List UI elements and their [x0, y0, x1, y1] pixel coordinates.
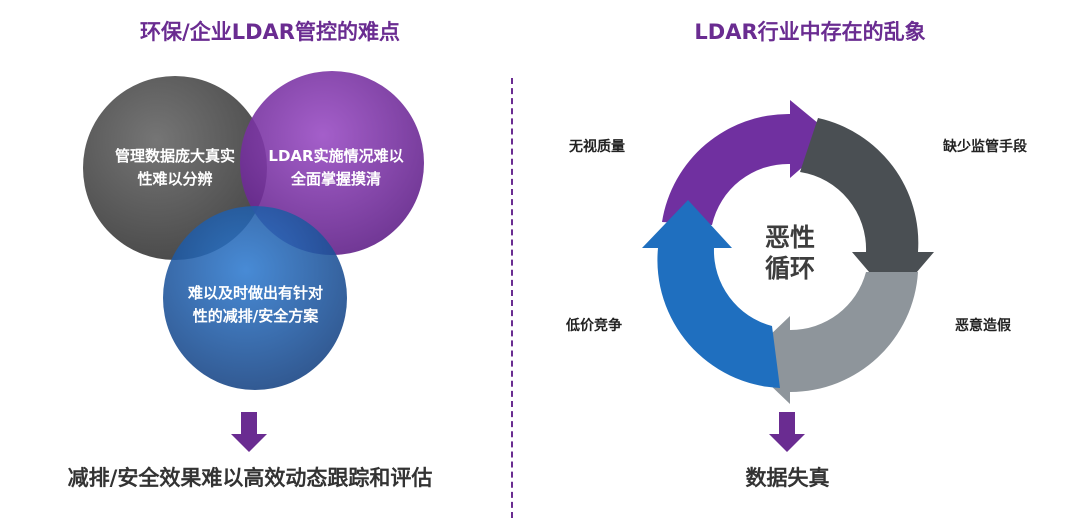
right-down-arrow — [769, 412, 805, 452]
cycle-arrow-light-gray — [744, 272, 918, 404]
label-bottom-right: 恶意造假 — [955, 318, 1011, 334]
left-conclusion: 减排/安全效果难以高效动态跟踪和评估 — [67, 466, 433, 490]
right-conclusion: 数据失真 — [745, 466, 830, 490]
cycle-arrow-blue — [642, 200, 780, 388]
venn-circle-blue — [163, 206, 347, 390]
label-bottom-left: 低价竞争 — [566, 318, 622, 334]
left-down-arrow — [231, 412, 267, 452]
cycle-arrow-dark-gray — [800, 118, 934, 300]
venn-label-purple: LDAR实施情况难以 全面掌握摸清 — [256, 145, 416, 191]
venn-label-blue-line2: 性的减排/安全方案 — [192, 307, 319, 325]
cycle-center-text: 恶性 循环 — [745, 222, 835, 284]
label-top-right: 缺少监管手段 — [943, 139, 1027, 155]
cycle-center-line1: 恶性 — [764, 223, 815, 252]
dashed-divider — [511, 78, 513, 518]
venn-circle-purple — [240, 71, 424, 255]
right-title: LDAR行业中存在的乱象 — [694, 20, 926, 44]
venn-label-purple-line1: LDAR实施情况难以 — [268, 147, 404, 165]
venn-label-blue-line1: 难以及时做出有针对 — [187, 284, 323, 302]
venn-label-purple-line2: 全面掌握摸清 — [290, 170, 381, 188]
cycle-arrow-purple — [662, 100, 836, 225]
cycle-center-line2: 循环 — [764, 254, 815, 283]
venn-label-gray-line2: 性难以分辨 — [137, 170, 213, 188]
venn-label-gray-line1: 管理数据庞大真实 — [114, 147, 235, 165]
venn-label-blue: 难以及时做出有针对 性的减排/安全方案 — [168, 282, 343, 328]
left-title: 环保/企业LDAR管控的难点 — [140, 20, 400, 44]
label-top-left: 无视质量 — [569, 139, 625, 155]
venn-label-gray: 管理数据庞大真实 性难以分辨 — [95, 145, 255, 191]
